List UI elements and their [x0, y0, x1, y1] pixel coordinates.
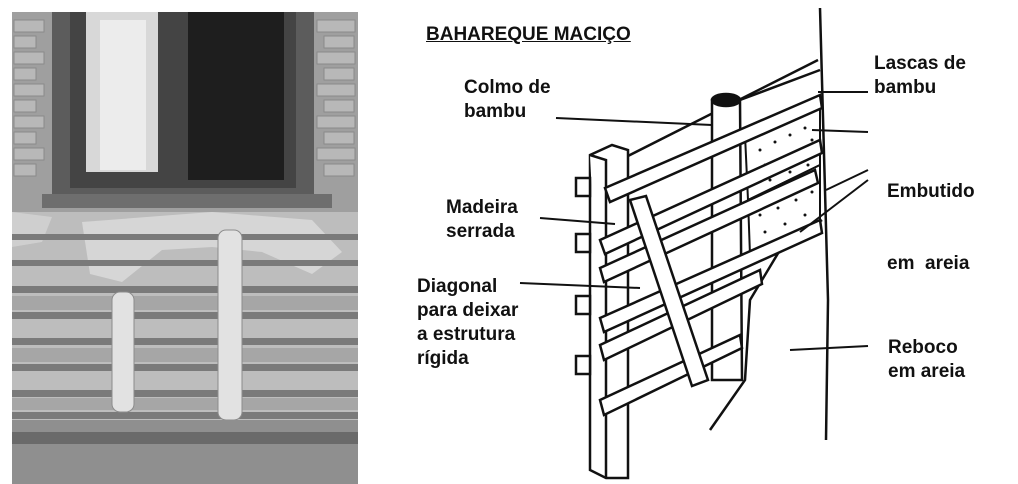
label-colmo-de-bambu: Colmo de bambu — [464, 76, 551, 124]
label-line: Diagonal — [417, 276, 498, 297]
label-line: Colmo de — [464, 77, 551, 98]
label-line: bambu — [874, 77, 937, 98]
label-line: para deixar — [417, 300, 519, 321]
wall-photograph — [12, 12, 358, 484]
label-lascas-de-bambu: Lascas de bambu — [874, 52, 966, 100]
label-line: rígida — [417, 348, 469, 369]
label-line: Embutido — [887, 181, 975, 202]
label-line: Reboco — [888, 337, 958, 358]
label-line: em areia — [888, 361, 966, 382]
label-line: Lascas de — [874, 53, 966, 74]
label-line: a estrutura — [417, 324, 516, 345]
label-diagonal: Diagonal para deixar a estrutura rígida — [417, 275, 518, 371]
label-embutido-em-areia: Embutido em areia — [887, 132, 975, 300]
label-reboco-em-areia: Reboco em areia — [888, 336, 965, 384]
diagram-title: BAHAREQUE MACIÇO — [426, 24, 631, 45]
label-line: em areia — [887, 253, 970, 274]
label-line: serrada — [446, 221, 515, 242]
label-line: bambu — [464, 101, 527, 122]
label-line: Madeira — [446, 197, 518, 218]
label-madeira-serrada: Madeira serrada — [446, 196, 518, 244]
